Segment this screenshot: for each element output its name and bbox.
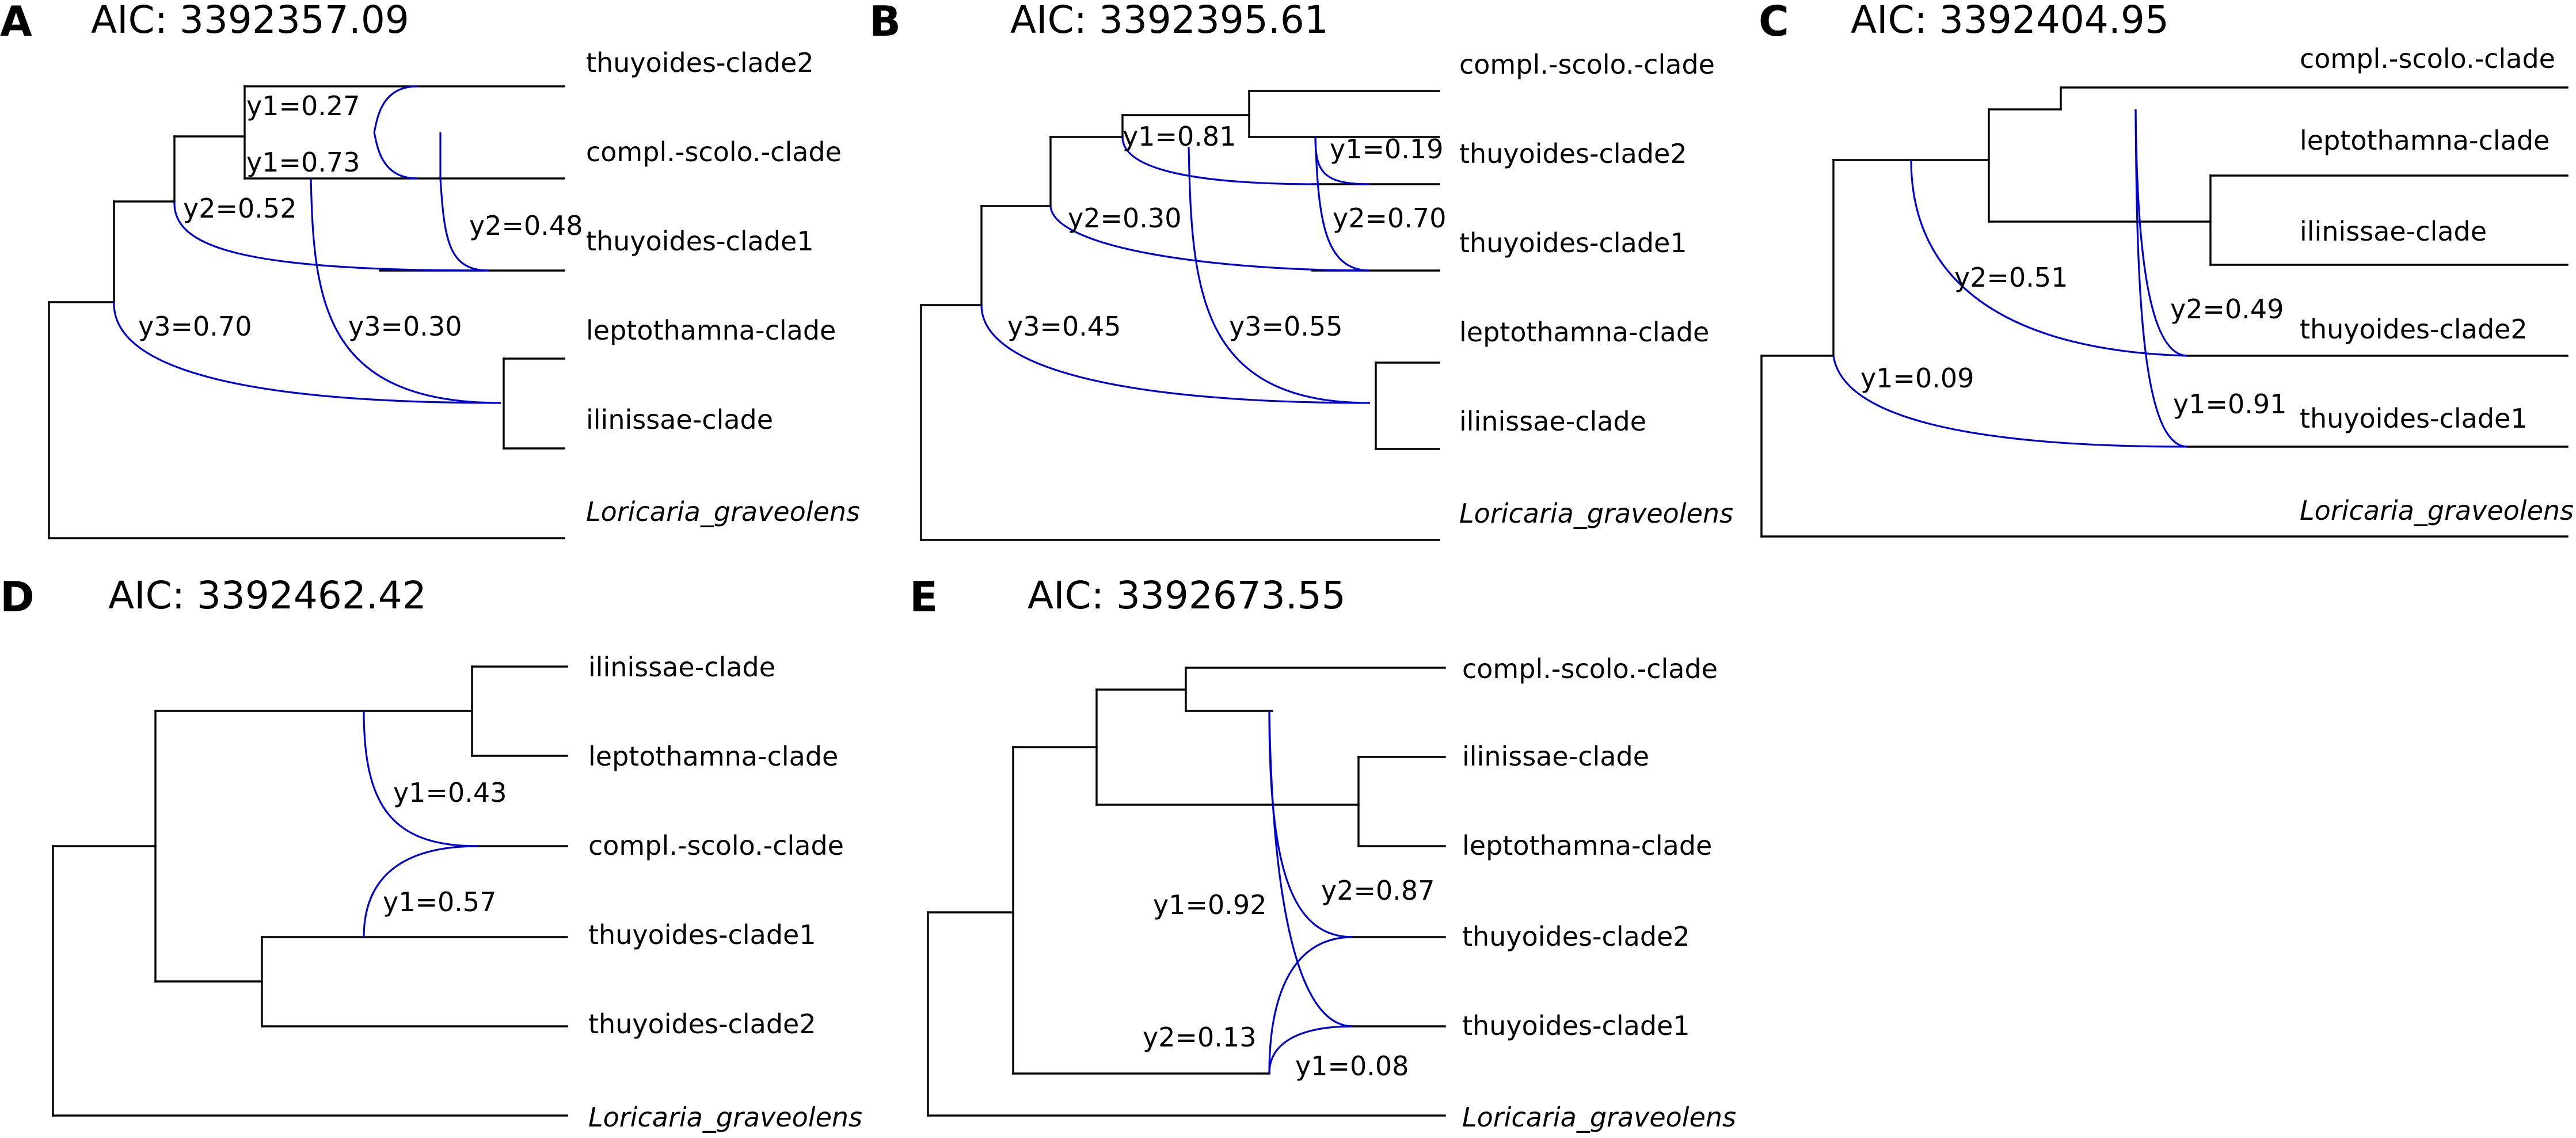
aic-c: AIC: 3392404.95 [1851,0,2169,42]
tip-label: leptothamna-clade [2300,125,2550,156]
gamma-label: y2=0.70 [1333,203,1446,234]
tree-edges-c [1760,86,2569,538]
aic-e: AIC: 3392673.55 [1028,573,1346,618]
gamma-label: y1=0.92 [1153,889,1266,920]
reticulation-edges-a [113,85,501,404]
tip-label: Loricaria_graveolens [588,1102,862,1133]
gamma-label: y3=0.70 [138,311,252,342]
tip-label: thuyoides-clade2 [1459,138,1687,169]
tip-label: Loricaria_graveolens [586,496,860,527]
gamma-label: y1=0.08 [1295,1051,1409,1082]
aic-b: AIC: 3392395.61 [1010,0,1329,42]
tip-label: thuyoides-clade2 [2300,314,2528,345]
gamma-label: y2=0.13 [1143,1022,1256,1053]
gamma-label: y2=0.30 [1068,203,1181,234]
gamma-labels-b: y1=0.81 y1=0.19 y2=0.30 y2=0.70 y3=0.45 … [1007,121,1446,342]
gamma-label: y1=0.43 [393,777,507,808]
tip-label: thuyoides-clade2 [1462,921,1690,952]
panel-c: C AIC: 3392404.95 compl.-scolo. [1759,0,2574,538]
tip-label: ilinissae-clade [588,652,775,683]
tip-label: leptothamna-clade [1459,317,1709,348]
tip-labels-b: compl.-scolo.-clade thuyoides-clade2 thu… [1459,49,1733,529]
tip-label: leptothamna-clade [588,741,838,772]
gamma-label: y3=0.30 [348,311,462,342]
tip-label: thuyoides-clade1 [1459,227,1687,258]
tip-label: thuyoides-clade1 [2300,403,2528,434]
gamma-label: y3=0.55 [1229,311,1342,342]
reticulation-edges-b [980,136,1371,404]
tip-label: Loricaria_graveolens [2300,495,2574,526]
tip-label: ilinissae-clade [2300,216,2487,247]
gamma-label: y1=0.27 [246,90,360,121]
gamma-label: y2=0.52 [183,193,296,224]
gamma-label: y3=0.45 [1007,311,1121,342]
tip-labels-e: compl.-scolo.-clade ilinissae-clade lept… [1462,653,1736,1133]
tip-label: thuyoides-clade2 [586,47,814,78]
tip-labels-c: compl.-scolo.-clade leptothamna-clade il… [2300,43,2574,526]
reticulation-edges-e [1268,710,1353,1074]
tip-labels-a: thuyoides-clade2 compl.-scolo.-clade thu… [586,47,860,527]
panel-e: E AIC: 3392673.55 [910,573,1736,1133]
panel-letter-a: A [0,0,32,45]
gamma-labels-e: y2=0.87 y1=0.92 y2=0.13 y1=0.08 [1143,875,1435,1082]
aic-a: AIC: 3392357.09 [91,0,409,42]
panel-d: D AIC: 3392462.42 ilinissae-clade leptot… [0,573,862,1133]
tip-label: ilinissae-clade [1462,741,1649,772]
tip-label: thuyoides-clade1 [586,226,814,257]
tip-label: thuyoides-clade1 [1462,1010,1690,1041]
tip-label: compl.-scolo.-clade [1462,653,1718,684]
gamma-label: y1=0.91 [2173,389,2286,420]
tip-label: compl.-scolo.-clade [588,830,844,861]
reticulation-edges-c [1832,109,2188,448]
panel-letter-d: D [0,573,35,621]
panel-b: B AIC: 3392395.61 [869,0,1733,541]
panel-letter-e: E [910,573,938,621]
tree-edges-b [920,90,1440,541]
tip-label: compl.-scolo.-clade [1459,49,1715,80]
gamma-labels-c: y2=0.51 y2=0.49 y1=0.09 y1=0.91 [1860,262,2286,420]
gamma-label: y2=0.87 [1321,875,1435,906]
tree-edges-e [927,667,1446,1117]
tip-label: leptothamna-clade [586,315,836,346]
tree-edges-d [52,665,568,1117]
aic-d: AIC: 3392462.42 [108,573,427,618]
reticulation-edges-d [363,710,478,938]
gamma-labels-d: y1=0.43 y1=0.57 [383,777,507,918]
gamma-label: y1=0.81 [1123,121,1236,152]
tip-label: ilinissae-clade [586,404,773,435]
gamma-label: y2=0.48 [469,210,583,241]
gamma-label: y2=0.51 [1954,262,2068,293]
gamma-labels-a: y1=0.27 y1=0.73 y2=0.52 y2=0.48 y3=0.70 … [138,90,583,342]
panel-a: A AIC: 3392357.09 thuyoi [0,0,860,539]
tip-labels-d: ilinissae-clade leptothamna-clade compl.… [588,652,862,1133]
gamma-label: y1=0.09 [1860,363,1974,394]
gamma-label: y1=0.73 [246,147,360,178]
tip-label: ilinissae-clade [1459,406,1646,437]
tip-label: Loricaria_graveolens [1459,498,1733,529]
tip-label: Loricaria_graveolens [1462,1102,1736,1133]
tip-label: compl.-scolo.-clade [586,136,842,168]
gamma-label: y2=0.49 [2170,294,2284,325]
gamma-label: y1=0.57 [383,886,496,918]
panel-letter-b: B [869,0,901,45]
tip-label: compl.-scolo.-clade [2300,43,2555,74]
tip-label: thuyoides-clade1 [588,919,816,950]
panel-letter-c: C [1759,0,1789,45]
gamma-label: y1=0.19 [1330,134,1443,165]
tip-label: thuyoides-clade2 [588,1008,816,1040]
tip-label: leptothamna-clade [1462,830,1712,861]
